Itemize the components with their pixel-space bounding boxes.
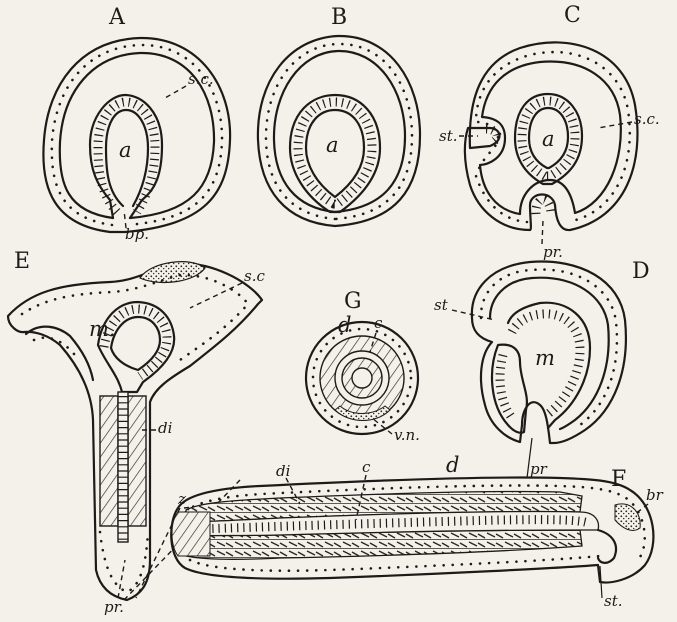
label-a-a: a bbox=[119, 138, 132, 162]
figure-c-stomodaeum-cells bbox=[486, 129, 497, 142]
figure-f-anterior-hatch bbox=[172, 512, 210, 556]
figure-e-side-lobe bbox=[26, 327, 93, 380]
label-st-f: st. bbox=[604, 592, 623, 610]
pointer-sc-e bbox=[190, 283, 242, 308]
label-vn-g: v.n. bbox=[394, 426, 420, 444]
figure-f-brain bbox=[615, 504, 640, 531]
figure-e-archenteron-outer bbox=[98, 302, 174, 392]
pointer-st-d bbox=[452, 310, 495, 320]
pointer-pr-c bbox=[542, 220, 543, 244]
figure-e-neural-plate bbox=[140, 262, 205, 283]
label-sc-c: s.c. bbox=[634, 110, 660, 128]
label-br-f: br bbox=[646, 486, 664, 504]
figure-g: G d c v.n. bbox=[306, 289, 420, 444]
label-st-d: st bbox=[434, 296, 449, 314]
pointer-sc-c bbox=[598, 122, 632, 128]
pointer-pr-e-1 bbox=[118, 560, 125, 598]
label-d-f: d bbox=[446, 453, 459, 477]
figure-d-lower-lobe-cells bbox=[500, 355, 512, 418]
figure-b-letter: B bbox=[331, 5, 347, 30]
figure-a: A s.c. a bp. bbox=[43, 5, 230, 243]
figure-a-outer-wall bbox=[43, 38, 230, 232]
label-m-e: m. bbox=[89, 317, 116, 341]
figure-b-inner-wall bbox=[274, 51, 405, 212]
figure-d-letter: D bbox=[632, 259, 650, 284]
label-a-c: a bbox=[542, 127, 555, 151]
figure-e-diverticulum-right bbox=[128, 396, 146, 526]
label-d-g: d bbox=[338, 313, 351, 337]
pointer-sc-a bbox=[165, 86, 186, 98]
label-pr-e: pr. bbox=[104, 598, 124, 616]
label-di-f: di bbox=[276, 462, 291, 480]
label-a-b: a bbox=[326, 133, 339, 157]
figure-a-letter: A bbox=[108, 5, 126, 30]
label-bp-a: bp. bbox=[125, 225, 149, 243]
figure-g-gut-lumen bbox=[352, 368, 372, 388]
figure-c: C st. a s.c. pr. bbox=[439, 3, 660, 261]
figure-f: F di c d br st. bbox=[171, 453, 663, 610]
figure-g-letter: G bbox=[344, 289, 362, 314]
figure-e-letter: E bbox=[14, 249, 30, 274]
figure-c-letter: C bbox=[564, 3, 581, 28]
label-di-e: di bbox=[158, 419, 173, 437]
figure-b: B a bbox=[258, 5, 420, 226]
label-z-e: z bbox=[177, 490, 186, 508]
label-c-g: c bbox=[374, 314, 383, 332]
label-pr-d: pr bbox=[530, 460, 548, 478]
label-pr-c: pr. bbox=[543, 243, 563, 261]
label-c-f: c bbox=[362, 458, 371, 476]
label-m-d: m bbox=[535, 346, 555, 370]
figure-f-head-loop bbox=[598, 530, 616, 563]
figure-f-letter: F bbox=[611, 467, 626, 492]
label-sc-a: s.c. bbox=[188, 70, 214, 88]
figure-e-diverticulum-left bbox=[100, 396, 118, 526]
label-sc-e: s.c bbox=[244, 267, 265, 285]
figure-e-gut-tube bbox=[118, 392, 128, 542]
label-st-c: st. bbox=[439, 127, 458, 145]
figure-b-outer-wall bbox=[258, 36, 420, 226]
figure-c-proctodaeum-cells bbox=[536, 200, 551, 214]
figure-d: D st m pr bbox=[434, 259, 650, 478]
figure-e: E s.c m. di z pr. bbox=[8, 249, 265, 616]
